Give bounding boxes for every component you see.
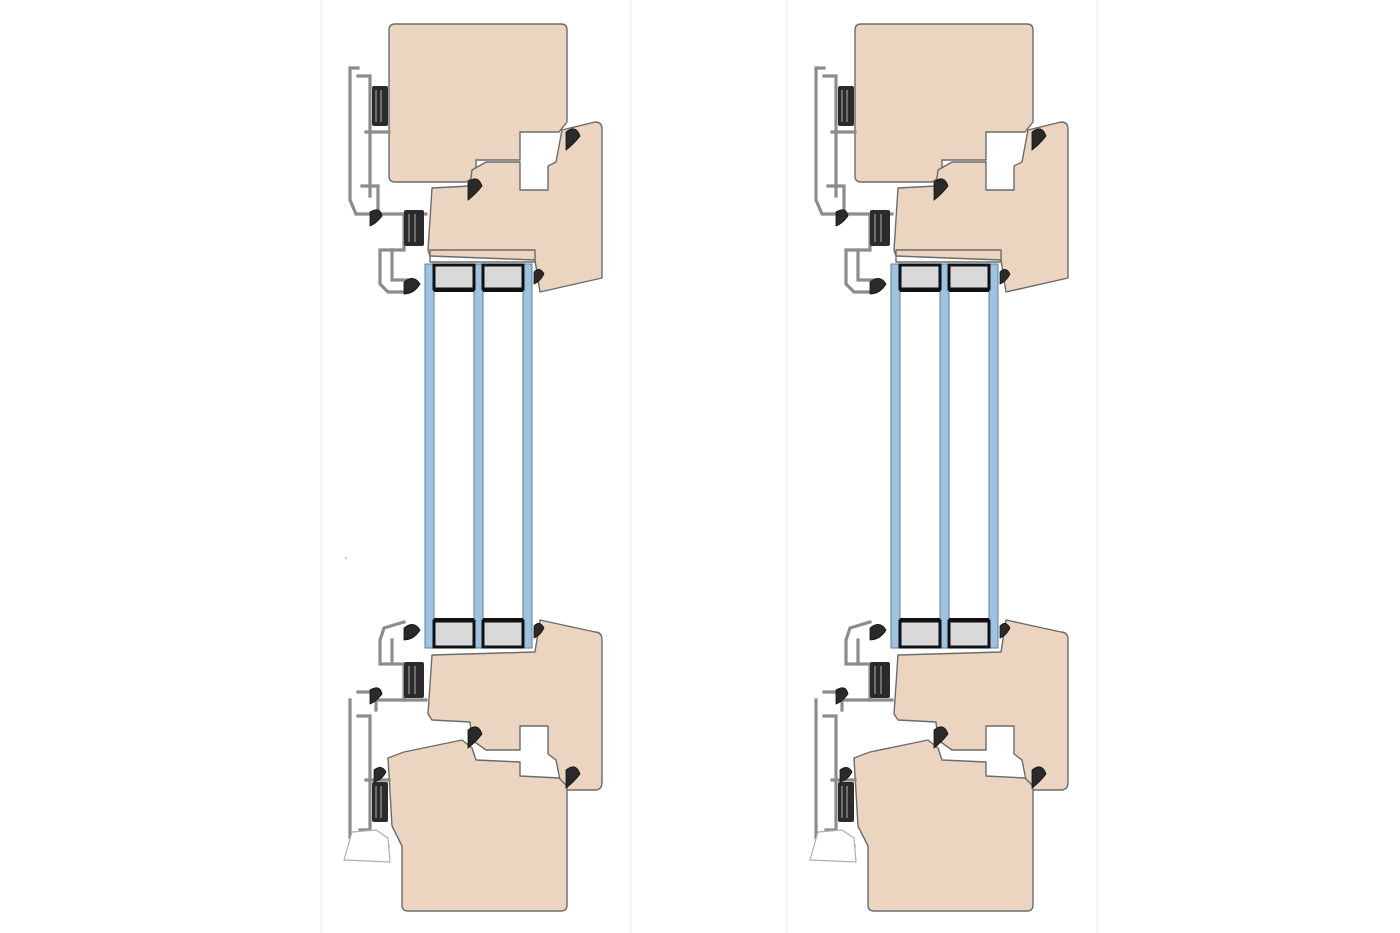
section-detail-right: [808, 22, 1070, 913]
stray-mark: [345, 557, 347, 559]
column-guide-lines: [320, 0, 1098, 933]
section-detail-left: [342, 22, 604, 913]
